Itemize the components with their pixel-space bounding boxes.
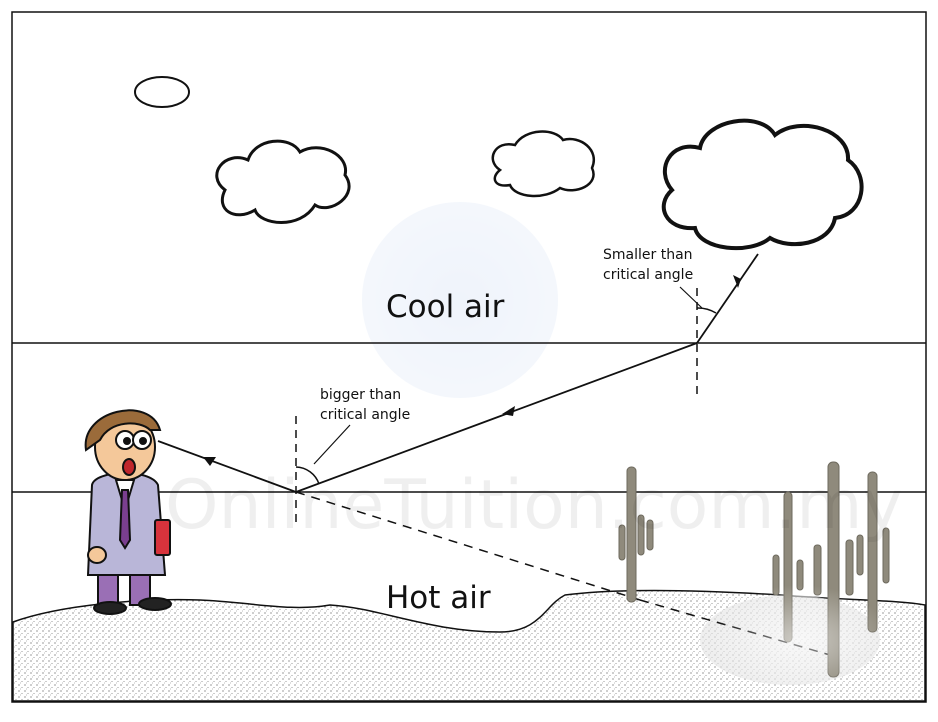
angle-arc-smaller [696, 307, 717, 314]
watermark-logo-disc [362, 202, 558, 398]
arrow-head-icon [203, 457, 216, 466]
cloud-left [215, 139, 351, 224]
smaller-angle-label-2: critical angle [603, 267, 693, 283]
watermark-text: OnlineTuition.com.my [165, 466, 903, 545]
cool-air-label: Cool air [386, 289, 505, 325]
arrow-head-icon [502, 406, 515, 416]
mirage-haze [710, 585, 890, 695]
cloud-small [134, 76, 190, 108]
cloud-middle [491, 130, 595, 198]
incident-ray [696, 253, 759, 344]
bigger-angle-label-2: critical angle [320, 407, 410, 423]
pointer-line-smaller [679, 286, 703, 309]
angle-arc-bigger [295, 466, 320, 485]
smaller-angle-label-1: Smaller than [603, 247, 693, 263]
arrow-head-icon [733, 275, 741, 288]
reflected-ray [157, 440, 297, 493]
apparent-ray-dashed [295, 491, 641, 601]
pointer-line-bigger [313, 424, 351, 465]
observer-man [84, 409, 172, 615]
hot-air-label: Hot air [386, 580, 491, 616]
refracted-ray [295, 342, 698, 493]
bigger-angle-label-1: bigger than [320, 387, 401, 403]
cloud-right [661, 118, 864, 251]
